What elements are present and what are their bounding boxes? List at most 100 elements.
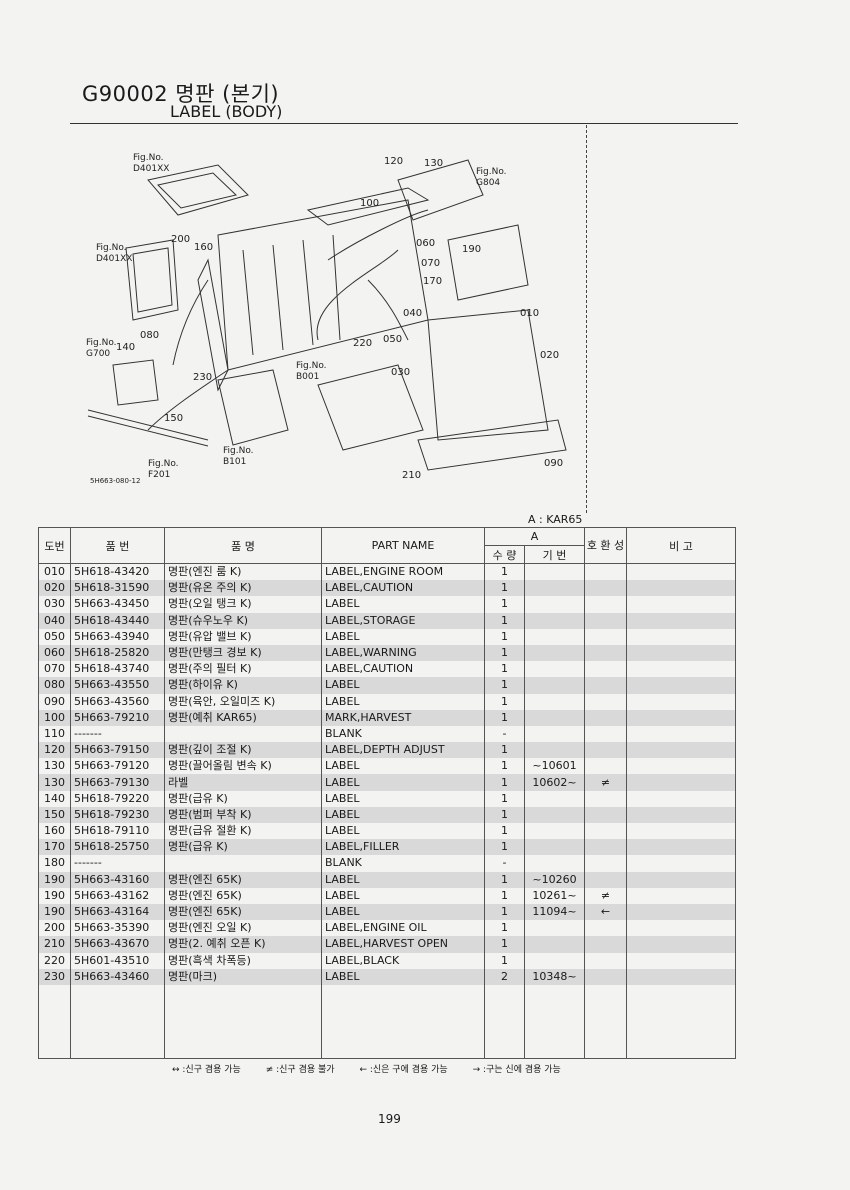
col-part-no: 품 번	[70, 527, 165, 564]
qty-cell: 1	[484, 677, 525, 694]
qty-cell: 1	[484, 758, 525, 775]
part-name-kr-cell: 명판(하이유 K)	[164, 677, 322, 694]
compat-cell	[584, 968, 627, 985]
part-name-kr-cell: 명판(육안, 오일미즈 K)	[164, 693, 322, 710]
serial-cell	[524, 563, 585, 581]
remarks-cell	[626, 823, 736, 840]
page-title: G90002 명판 (본기)	[82, 82, 280, 106]
ref-no-cell: 090	[38, 693, 71, 710]
part-name-kr-cell	[164, 725, 322, 743]
qty-cell: 2	[484, 968, 525, 985]
svg-text:230: 230	[193, 372, 212, 383]
serial-cell	[524, 839, 585, 856]
compat-cell	[584, 563, 627, 581]
svg-text:090: 090	[544, 458, 563, 469]
legend-item: ↔ :신구 겸용 가능	[172, 1065, 241, 1075]
part-name-kr-cell: 명판(엔진 65K)	[164, 871, 322, 888]
ref-no-cell: 170	[38, 839, 71, 856]
svg-text:G804: G804	[476, 178, 500, 188]
qty-cell: 1	[484, 952, 525, 969]
part-no-cell: 5H663-43460	[70, 968, 165, 985]
part-name-cell: LABEL,CAUTION	[321, 580, 485, 597]
parts-diagram: Fig.No. D401XX Fig.No. G804 Fig.No. D401…	[86, 153, 567, 485]
part-name-kr-cell: 명판(유압 밸브 K)	[164, 628, 322, 645]
col-group-a: A	[484, 527, 585, 546]
svg-text:120: 120	[384, 156, 403, 167]
serial-cell: 10602~	[524, 774, 585, 791]
svg-text:220: 220	[353, 338, 372, 349]
compat-cell	[584, 758, 627, 775]
part-no-cell: 5H663-43160	[70, 871, 165, 888]
ref-no-cell: 220	[38, 952, 71, 969]
part-no-cell: 5H663-35390	[70, 920, 165, 937]
compat-cell	[584, 693, 627, 710]
part-no-cell: 5H618-79110	[70, 823, 165, 840]
part-name-kr-cell: 명판(깊이 조절 K)	[164, 742, 322, 759]
part-name-kr-cell	[164, 855, 322, 872]
qty-cell: 1	[484, 661, 525, 678]
part-name-cell: LABEL	[321, 596, 485, 613]
svg-text:080: 080	[140, 330, 159, 341]
ref-no-cell: 110	[38, 725, 71, 743]
page-subtitle: LABEL (BODY)	[170, 102, 283, 121]
serial-cell	[524, 823, 585, 840]
qty-cell: 1	[484, 839, 525, 856]
ref-no-cell: 130	[38, 774, 71, 791]
ref-no-cell: 230	[38, 968, 71, 985]
ref-no-cell: 020	[38, 580, 71, 597]
remarks-cell	[626, 709, 736, 726]
svg-text:5H663-080-12: 5H663-080-12	[90, 477, 140, 485]
remarks-cell	[626, 806, 736, 823]
part-name-kr-cell: 명판(끌어올림 변속 K)	[164, 758, 322, 775]
col-part-name: PART NAME	[321, 527, 485, 564]
part-name-cell: LABEL,ENGINE ROOM	[321, 563, 485, 581]
part-no-cell: 5H663-43560	[70, 693, 165, 710]
part-no-cell: 5H601-43510	[70, 952, 165, 969]
remarks-cell	[626, 920, 736, 937]
serial-cell: 10348~	[524, 968, 585, 985]
compat-cell	[584, 790, 627, 807]
ref-no-cell: 150	[38, 806, 71, 823]
remarks-cell	[626, 644, 736, 662]
compat-cell	[584, 742, 627, 759]
compat-cell: ≠	[584, 887, 627, 904]
compat-cell	[584, 839, 627, 856]
svg-text:D401XX: D401XX	[133, 164, 169, 174]
svg-text:Fig.No.: Fig.No.	[223, 446, 254, 456]
part-name-cell: LABEL	[321, 823, 485, 840]
part-name-cell: LABEL	[321, 968, 485, 985]
ref-no-cell: 080	[38, 677, 71, 694]
part-name-kr-cell: 명판(급유 K)	[164, 790, 322, 807]
part-no-cell: 5H618-31590	[70, 580, 165, 597]
col-ref-no: 도번	[38, 527, 71, 564]
qty-cell: 1	[484, 612, 525, 629]
part-no-cell: 5H663-79210	[70, 709, 165, 726]
svg-text:Fig.No.: Fig.No.	[96, 243, 127, 253]
ref-no-cell: 200	[38, 920, 71, 937]
serial-cell: 11094~	[524, 903, 585, 921]
remarks-cell	[626, 790, 736, 807]
serial-cell: 10261~	[524, 887, 585, 904]
part-no-cell: 5H618-25820	[70, 644, 165, 662]
qty-cell: 1	[484, 580, 525, 597]
serial-cell	[524, 677, 585, 694]
part-name-cell: LABEL,STORAGE	[321, 612, 485, 629]
col-remarks: 비 고	[626, 527, 736, 564]
ref-no-cell: 050	[38, 628, 71, 645]
compat-cell	[584, 725, 627, 743]
part-name-kr-cell: 명판(범퍼 부착 K)	[164, 806, 322, 823]
qty-cell: 1	[484, 806, 525, 823]
svg-text:130: 130	[424, 158, 443, 169]
part-no-cell: 5H618-25750	[70, 839, 165, 856]
part-name-cell: LABEL	[321, 806, 485, 823]
part-name-kr-cell: 명판(유온 주의 K)	[164, 580, 322, 597]
part-name-cell: MARK,HARVEST	[321, 709, 485, 726]
part-no-cell: -------	[70, 725, 165, 743]
